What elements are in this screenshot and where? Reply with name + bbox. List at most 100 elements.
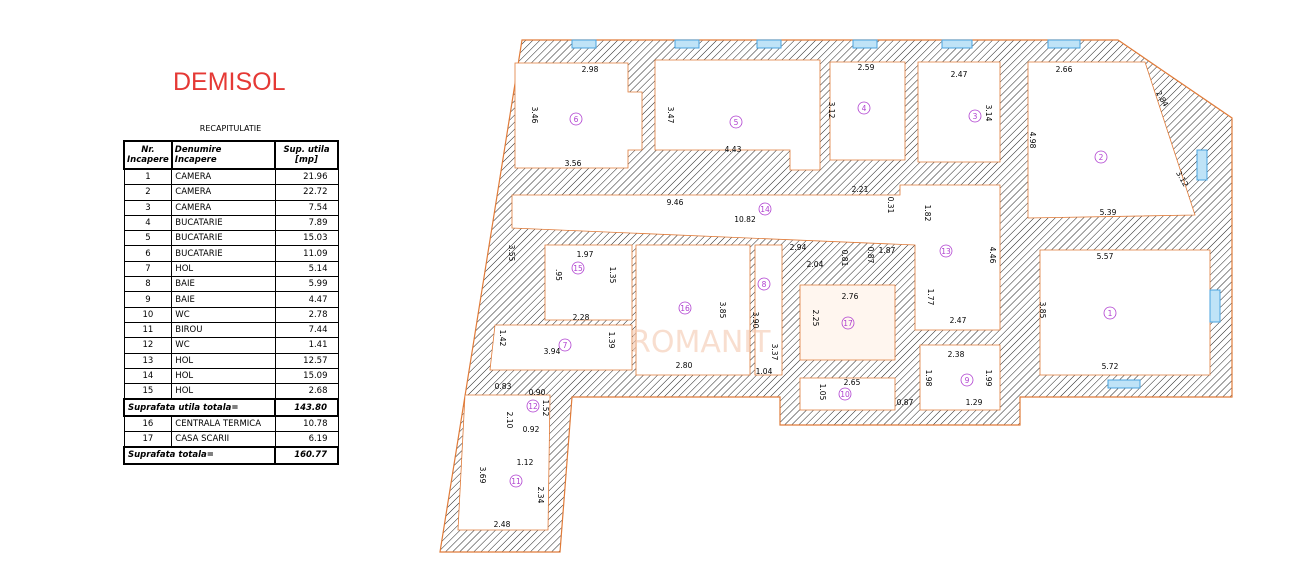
room-number-13: 13	[939, 244, 953, 258]
room-number-text: 1	[1108, 309, 1113, 318]
dimension-label: 3.69	[478, 467, 487, 484]
room-17-stairs	[799, 284, 896, 361]
total-row: Suprafata utila totala=143.80	[123, 398, 339, 417]
dimension-label: 1.98	[924, 370, 933, 387]
dimension-label: 2.28	[573, 313, 590, 322]
room-16	[635, 244, 751, 376]
total-row: Suprafata totala=160.77	[123, 446, 339, 465]
cell-area: 15.09	[274, 367, 339, 385]
dimension-label: 3.94	[544, 347, 561, 356]
dimension-label: 3.46	[530, 107, 539, 124]
dimension-label: 2.80	[676, 361, 693, 370]
dimension-label: 3.12	[827, 102, 836, 119]
dimension-label: 2.04	[807, 260, 824, 269]
dimension-label: 3.56	[565, 159, 582, 168]
dimension-label: 4.43	[725, 145, 742, 154]
dimension-label: 2.34	[536, 487, 545, 504]
room-number-text: 17	[843, 319, 853, 328]
room-number-text: 13	[941, 247, 951, 256]
room-number-3: 3	[968, 109, 982, 123]
dimension-label: 3.37	[770, 344, 779, 361]
room-number-9: 9	[960, 373, 974, 387]
dimension-label: 2.94	[790, 243, 807, 252]
cell-name: HOL	[171, 367, 276, 385]
dimension-label: 2.21	[852, 185, 869, 194]
dimension-label: 3.47	[666, 107, 675, 124]
windows	[571, 39, 1221, 389]
room-number-text: 16	[680, 304, 690, 313]
dimension-label: 1.82	[923, 205, 932, 222]
room-number-11: 11	[509, 474, 523, 488]
dimension-label: 3.55	[507, 245, 516, 262]
dimension-label: 2.47	[950, 316, 967, 325]
dimension-label: 1.99	[984, 370, 993, 387]
floor-title: DEMISOL	[173, 68, 286, 96]
header-text: Incapere	[127, 155, 169, 165]
dimension-label: 0.87	[866, 247, 875, 264]
room-7	[489, 324, 633, 371]
room-number-5: 5	[729, 115, 743, 129]
dimension-label: 1.05	[818, 384, 827, 401]
dimension-label: 2.10	[505, 412, 514, 429]
room-number-text: 8	[762, 280, 767, 289]
dimension-label: 5.57	[1097, 252, 1114, 261]
dimension-label: 5.72	[1102, 362, 1119, 371]
room-6	[514, 62, 643, 169]
dimension-label: 0.31	[886, 197, 895, 214]
total-label: Suprafata utila totala=	[123, 398, 276, 417]
room-number-text: 10	[840, 390, 850, 399]
dimension-label: 0.83	[495, 382, 512, 391]
room-number-7: 7	[558, 338, 572, 352]
dimension-label: .95	[554, 269, 563, 281]
room-number-text: 6	[574, 115, 579, 124]
cell-name: CAMERA	[171, 199, 276, 216]
dimension-label: 0.81	[840, 250, 849, 267]
dimension-label: 3.14	[984, 105, 993, 122]
cell-name: BAIE	[171, 276, 276, 293]
room-8	[754, 244, 783, 376]
dimension-label: 1.04	[756, 367, 773, 376]
dimension-label: 2.65	[844, 378, 861, 387]
room-14-hall	[511, 184, 1001, 331]
header-nr: Nr.Incapere	[123, 140, 173, 170]
dimension-label: 1.52	[541, 400, 550, 417]
room-3	[917, 61, 1001, 163]
room-number-text: 12	[528, 402, 538, 411]
room-number-text: 9	[965, 376, 970, 385]
dimension-label: 1.12	[517, 458, 534, 467]
dimension-label: 3.85	[718, 302, 727, 319]
dimension-label: 2.59	[858, 63, 875, 72]
total-label: Suprafata totala=	[123, 446, 276, 465]
dimension-label: 1.77	[926, 289, 935, 306]
watermark: ROMANIT	[630, 325, 771, 360]
dimension-label: 1.42	[498, 330, 507, 347]
cell-nr: 14	[123, 367, 173, 385]
header-text: Sup. utila	[283, 145, 330, 155]
dimension-label: 1.87	[879, 246, 896, 255]
dimension-label: 2.38	[948, 350, 965, 359]
room-number-12: 12	[526, 399, 540, 413]
dimension-label: 0.87	[897, 398, 914, 407]
header-text: Nr.	[141, 145, 155, 155]
table-caption: RECAPITULATIE	[199, 124, 262, 133]
room-number-text: 7	[563, 341, 568, 350]
room-number-text: 14	[760, 205, 770, 214]
dimension-label: 1.29	[966, 398, 983, 407]
room-11-12	[457, 394, 551, 531]
dimension-label: 4.98	[1028, 132, 1037, 149]
room-number-16: 16	[678, 301, 692, 315]
room-number-4: 4	[857, 101, 871, 115]
room-number-8: 8	[757, 277, 771, 291]
header-text: [mp]	[295, 155, 318, 165]
room-number-text: 3	[973, 112, 978, 121]
dimension-label: 2.48	[494, 520, 511, 529]
dimension-label: 2.25	[811, 310, 820, 327]
